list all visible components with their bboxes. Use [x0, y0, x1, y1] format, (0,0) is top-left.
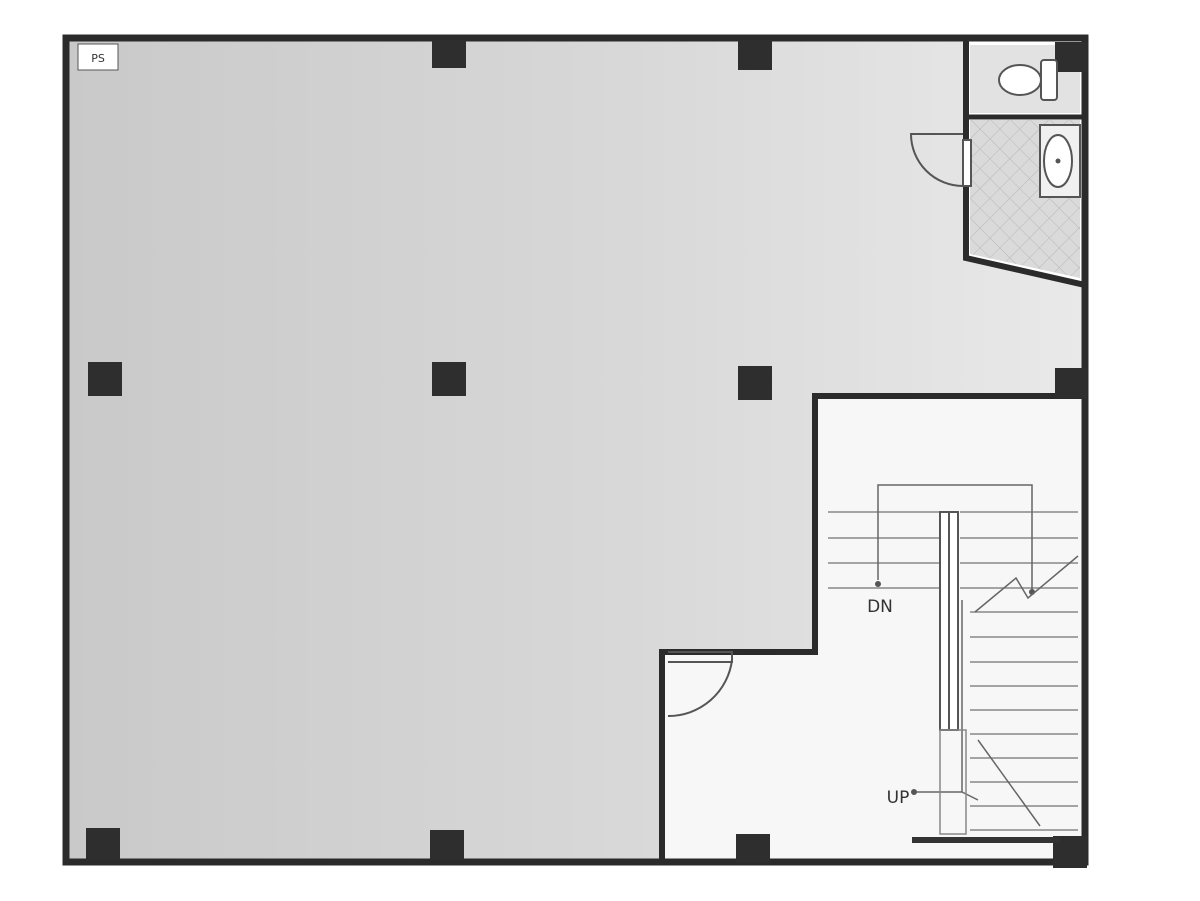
column [86, 828, 120, 860]
restroom-wall [963, 39, 1089, 289]
column [88, 362, 122, 396]
stair-hall-door [667, 651, 733, 718]
stair-up-label: UP [887, 788, 910, 808]
office-floor-area [68, 40, 1083, 860]
column [1055, 42, 1087, 72]
column [432, 362, 466, 396]
column [736, 834, 770, 862]
column [432, 40, 466, 68]
stair-enclosure-wall [659, 393, 1088, 865]
column [738, 40, 772, 70]
washbasin-icon [1039, 124, 1081, 198]
walls [62, 34, 1089, 866]
corner-tag: PS [91, 52, 105, 65]
toilet-icon [998, 59, 1058, 101]
corner-tag-box [77, 43, 119, 71]
restroom-door [909, 133, 972, 187]
column [1055, 368, 1087, 398]
outer-wall [62, 34, 1089, 866]
column [738, 366, 772, 400]
stairs [828, 484, 1079, 843]
column [430, 830, 464, 860]
stair-down-label: DN [867, 597, 893, 617]
